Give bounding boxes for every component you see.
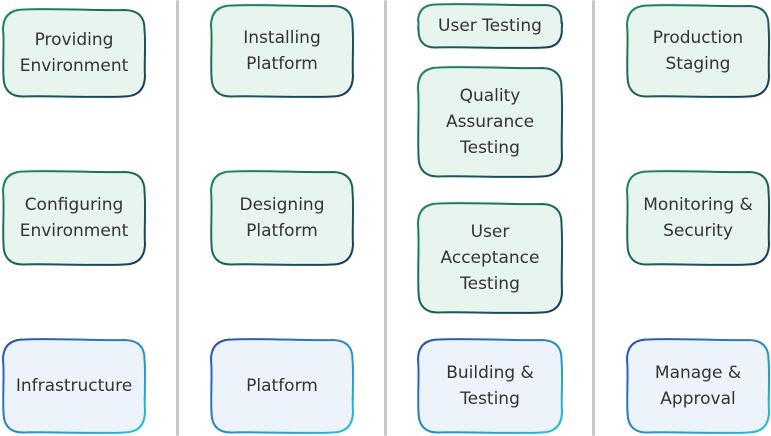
node-label: Manage & Approval bbox=[654, 363, 742, 409]
node-label: Platform bbox=[246, 376, 318, 396]
node-label: Building & Testing bbox=[446, 363, 534, 409]
node-shape bbox=[417, 3, 564, 49]
node-label: User Testing bbox=[438, 16, 542, 36]
node-building-testing: Building & Testing bbox=[416, 338, 564, 434]
node-providing-environment: Providing Environment bbox=[1, 8, 147, 98]
node-user-testing: User Testing bbox=[417, 3, 564, 49]
node-shape bbox=[209, 4, 355, 98]
node-infrastructure: Infrastructure bbox=[1, 338, 147, 434]
node-shape bbox=[416, 66, 564, 178]
node-monitoring-security: Monitoring & Security bbox=[625, 170, 771, 266]
node-shape bbox=[416, 338, 564, 434]
node-shape bbox=[209, 170, 355, 266]
node-label: Configuring Environment bbox=[19, 195, 129, 241]
node-quality-assurance-testing: Quality Assurance Testing bbox=[416, 66, 564, 178]
node-shape bbox=[625, 170, 771, 266]
column-divider bbox=[384, 0, 387, 436]
node-designing-platform: Designing Platform bbox=[209, 170, 355, 266]
node-label: User Acceptance Testing bbox=[440, 222, 540, 294]
node-manage-approval: Manage & Approval bbox=[625, 338, 771, 434]
node-shape bbox=[209, 338, 355, 434]
node-shape bbox=[625, 338, 771, 434]
column-divider bbox=[176, 0, 179, 436]
node-shape bbox=[1, 8, 147, 98]
node-label: Quality Assurance Testing bbox=[445, 86, 535, 158]
node-label: Designing Platform bbox=[239, 195, 325, 241]
node-shape bbox=[416, 202, 564, 314]
node-shape bbox=[625, 4, 771, 98]
node-label: Infrastructure bbox=[15, 376, 133, 396]
node-user-acceptance-testing: User Acceptance Testing bbox=[416, 202, 564, 314]
node-shape bbox=[1, 170, 147, 266]
node-installing-platform: Installing Platform bbox=[209, 4, 355, 98]
node-configuring-environment: Configuring Environment bbox=[1, 170, 147, 266]
node-platform: Platform bbox=[209, 338, 355, 434]
node-label: Providing Environment bbox=[19, 30, 129, 76]
node-label: Installing Platform bbox=[243, 28, 321, 74]
node-shape bbox=[1, 338, 147, 434]
node-production-staging: Production Staging bbox=[625, 4, 771, 98]
node-label: Production Staging bbox=[652, 28, 744, 74]
node-label: Monitoring & Security bbox=[643, 195, 753, 241]
column-divider bbox=[592, 0, 595, 436]
